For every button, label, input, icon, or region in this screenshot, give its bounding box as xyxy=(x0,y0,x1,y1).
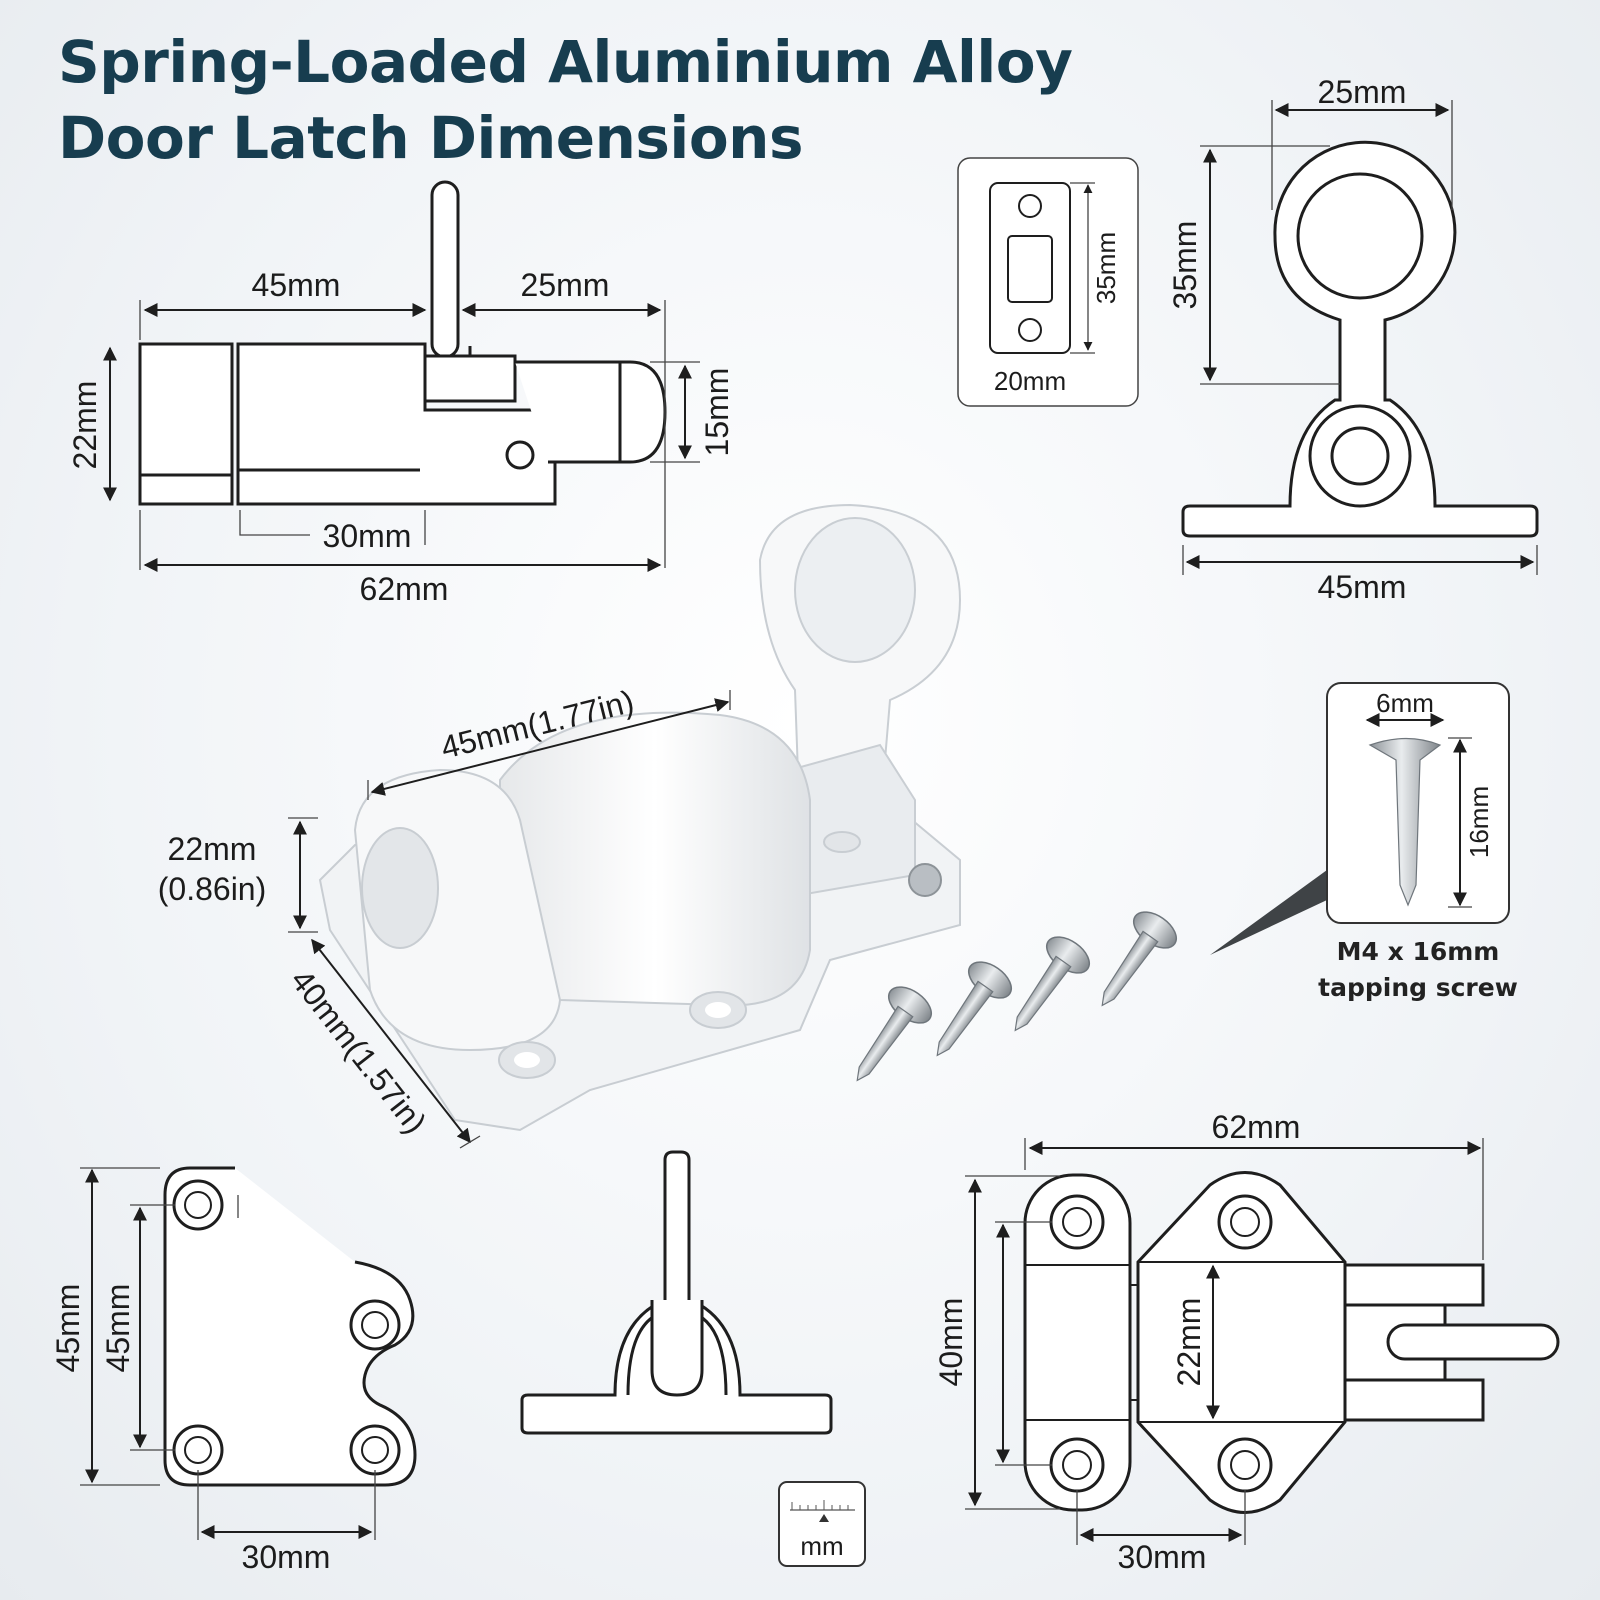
screws-illustration xyxy=(856,870,1327,1082)
screw-length-dimension: 16mm xyxy=(1464,786,1494,858)
bottom-right-total-dimension: 62mm xyxy=(1212,1109,1301,1145)
page-title: Spring-Loaded Aluminium Alloy Door Latch… xyxy=(58,24,1073,176)
ring-view-drawing xyxy=(1181,100,1539,575)
strike-width-dimension: 20mm xyxy=(994,366,1066,396)
bottom-left-inner-height-dimension: 45mm xyxy=(100,1284,136,1373)
bottom-right-inner-height-dimension: 22mm xyxy=(1171,1298,1207,1387)
ruler-icon xyxy=(778,1481,866,1567)
bottom-left-width-dimension: 30mm xyxy=(242,1539,331,1575)
title-line-1: Spring-Loaded Aluminium Alloy xyxy=(58,28,1073,96)
screw-label-line-2: tapping screw xyxy=(1318,973,1518,1002)
side-inner-bottom-dimension: 30mm xyxy=(323,518,412,554)
screw-label-line-1: M4 x 16mm xyxy=(1337,937,1500,966)
bottom-right-drawing xyxy=(965,1138,1560,1545)
side-height-right-dimension: 15mm xyxy=(699,368,735,457)
bottom-left-outer-height-dimension: 45mm xyxy=(50,1284,86,1373)
product-height-mm-dimension: 22mm xyxy=(168,831,257,867)
title-line-2: Door Latch Dimensions xyxy=(58,104,803,172)
side-total-dimension: 62mm xyxy=(360,571,449,607)
side-top-right-dimension: 25mm xyxy=(521,267,610,303)
screw-callout-box xyxy=(1326,682,1510,924)
screw-head-dimension: 6mm xyxy=(1376,688,1434,718)
strike-height-dimension: 35mm xyxy=(1091,232,1121,304)
bottom-center-drawing xyxy=(520,1150,833,1435)
side-height-left-dimension: 22mm xyxy=(67,381,103,470)
bottom-right-height-dimension: 40mm xyxy=(933,1298,969,1387)
product-latch-illustration xyxy=(288,503,962,1149)
ring-bottom-dimension: 45mm xyxy=(1318,569,1407,605)
side-top-left-dimension: 45mm xyxy=(252,267,341,303)
product-height-in-dimension: (0.86in) xyxy=(158,871,267,907)
strike-plate-drawing xyxy=(957,157,1139,407)
bottom-right-width-dimension: 30mm xyxy=(1118,1539,1207,1575)
bottom-left-drawing xyxy=(80,1166,417,1540)
ring-top-dimension: 25mm xyxy=(1318,74,1407,110)
ring-height-dimension: 35mm xyxy=(1167,221,1203,310)
side-view-drawing xyxy=(103,180,700,572)
ruler-unit-label: mm xyxy=(800,1531,843,1561)
